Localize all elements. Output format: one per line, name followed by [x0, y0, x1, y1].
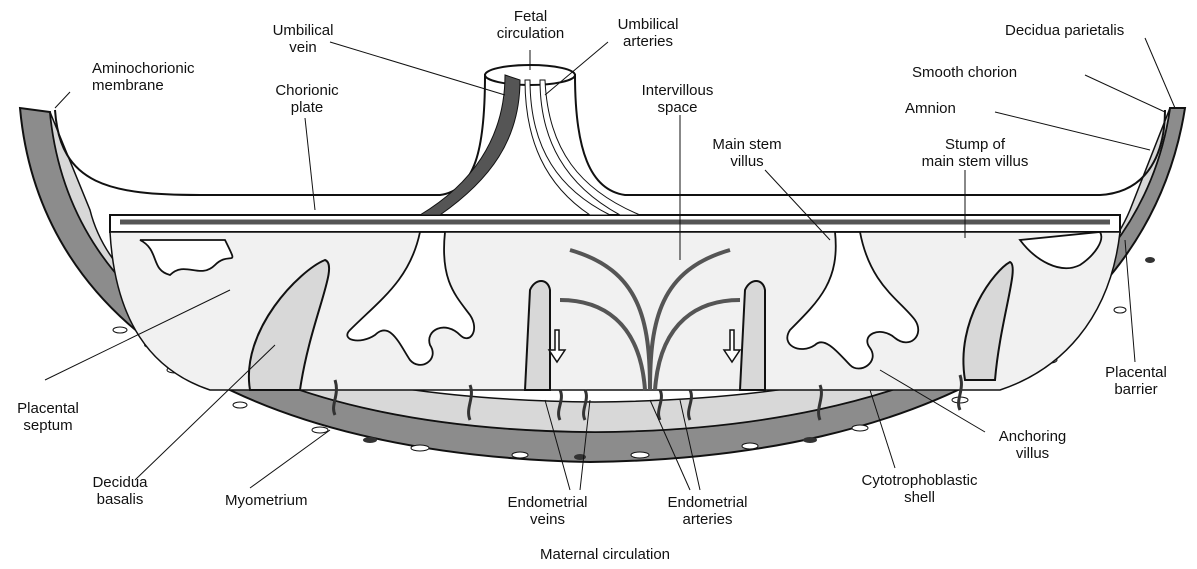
umbilical-arteries-label: Umbilical arteries — [598, 16, 698, 50]
decidua-basalis-label: Decidua basalis — [80, 474, 160, 508]
placental-barrier-label: Placental barrier — [1096, 364, 1176, 398]
maternal-circulation-label: Maternal circulation — [510, 546, 700, 563]
chorionic-plate-label: Chorionic plate — [262, 82, 352, 116]
amniotic-cavity — [55, 75, 1165, 195]
umbilical-vein-label: Umbilical vein — [258, 22, 348, 56]
amnion-label: Amnion — [905, 100, 956, 117]
anchoring-villus-label: Anchoring villus — [990, 428, 1075, 462]
myometrium-label: Myometrium — [225, 492, 308, 509]
cytotrophoblastic-shell-label: Cytotrophoblastic shell — [852, 472, 987, 506]
aminochorionic-membrane-label: Aminochorionic membrane — [92, 60, 195, 94]
intervillous-space-label: Intervillous space — [620, 82, 735, 116]
placental-septum-label: Placental septum — [8, 400, 88, 434]
stump-main-stem-villus-label: Stump of main stem villus — [900, 136, 1050, 170]
umbilical-cord — [420, 65, 640, 215]
endometrial-arteries-label: Endometrial arteries — [660, 494, 755, 528]
decidua-parietalis-label: Decidua parietalis — [1005, 22, 1124, 39]
fetal-circulation-label: Fetal circulation — [478, 8, 583, 42]
main-stem-villus-label: Main stem villus — [702, 136, 792, 170]
smooth-chorion-label: Smooth chorion — [912, 64, 1017, 81]
endometrial-veins-label: Endometrial veins — [500, 494, 595, 528]
